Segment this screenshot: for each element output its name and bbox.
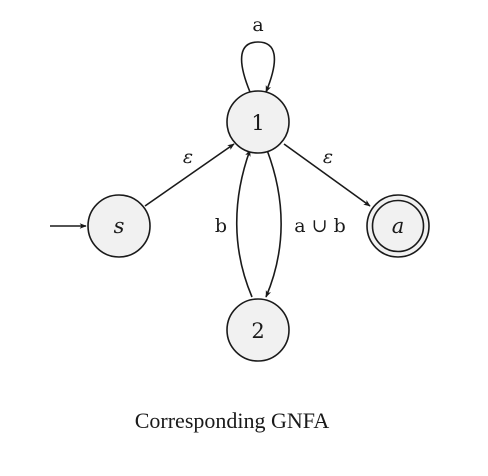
state-2: 2 xyxy=(226,298,290,362)
edge-2-to-1 xyxy=(235,149,253,298)
state-label-1: 1 xyxy=(251,111,264,135)
edge-1-to-a xyxy=(283,143,371,207)
state-s: s xyxy=(87,194,151,258)
edge-label-s-to-1: ε xyxy=(183,146,193,168)
edge-label-1-to-a: ε xyxy=(323,146,333,168)
state-a-accept: a xyxy=(366,194,430,258)
edge-1-to-1 xyxy=(240,41,276,93)
state-label-a: a xyxy=(392,214,405,238)
diagram-caption: Corresponding GNFA xyxy=(135,408,330,433)
state-label-2: 2 xyxy=(251,319,264,343)
edge-1-to-2 xyxy=(265,149,282,298)
state-1: 1 xyxy=(226,90,290,154)
edge-s-to-1 xyxy=(144,143,235,207)
edge-label-1-to-2: a ∪ b xyxy=(294,215,346,237)
edge-label-2-to-1: b xyxy=(215,215,227,237)
state-label-s: s xyxy=(114,214,125,238)
edge-label-1-to-1: a xyxy=(252,14,263,36)
